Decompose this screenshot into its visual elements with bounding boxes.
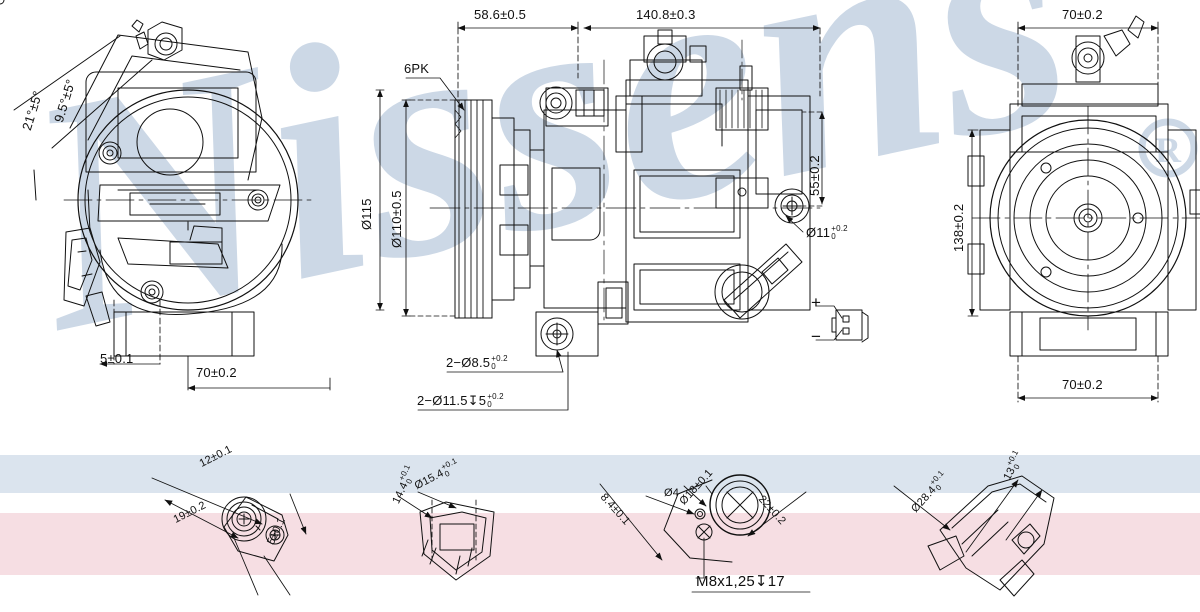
detail-1-geometry	[151, 477, 307, 596]
left-view-geometry	[13, 19, 313, 357]
detail-2-geometry	[397, 491, 495, 581]
brand-watermark: Nissens R	[0, 0, 1198, 401]
dim-holes-11-5-tol-upper: +0.2	[487, 392, 504, 401]
dim-holes-8-5-tol-upper: +0.2	[491, 354, 508, 363]
dim-right-top-70: 70±0.2	[1062, 7, 1103, 22]
dim-height-55: 55±0.2	[807, 155, 822, 196]
center-view-geometry	[0, 0, 821, 357]
dim-right-bottom-70: 70±0.2	[1062, 377, 1103, 392]
background-band-blue	[0, 455, 1200, 493]
label-belt-6pk: 6PK	[404, 61, 430, 76]
detail-3-geometry	[599, 474, 811, 593]
dim-dia-115: Ø115	[359, 198, 374, 230]
dim-left-width-5: 5±0.1	[100, 351, 134, 366]
dim-left-width-70: 70±0.2	[196, 365, 237, 380]
dim-hole-dia-11-tol-lower: 0	[831, 231, 836, 241]
right-view-geometry	[967, 15, 1200, 357]
dim-hole-dia-11-tol-upper: +0.2	[831, 224, 848, 233]
right-view-dimension-lines	[967, 21, 1159, 403]
dim-holes-8-5-value: 2−Ø8.5	[446, 355, 491, 371]
dim-holes-11-5-tol-lower: 0	[487, 399, 492, 409]
electrical-connector-symbol	[815, 305, 869, 343]
center-view-dimension-lines	[401, 21, 825, 411]
dim-detail3-dia-4: Ø4	[664, 487, 680, 499]
left-view-dimension-lines	[99, 89, 385, 391]
dim-dia-110: Ø110±0.5	[389, 190, 404, 248]
dim-hole-dia-11-value: Ø11	[806, 225, 831, 241]
dim-detail3-thread: M8x1,25↧17	[696, 573, 785, 590]
dim-right-height-138: 138±0.2	[951, 203, 966, 252]
dim-holes-11-5-value: 2−Ø11.5↧5	[417, 393, 487, 409]
detail-4-geometry	[893, 475, 1055, 597]
connector-plus-symbol: +	[811, 293, 822, 312]
connector-minus-symbol: −	[811, 327, 822, 346]
dim-length-140-8: 140.8±0.3	[636, 7, 696, 22]
dim-length-58-6: 58.6±0.5	[474, 7, 527, 22]
dim-holes-8-5-tol-lower: 0	[491, 361, 496, 371]
